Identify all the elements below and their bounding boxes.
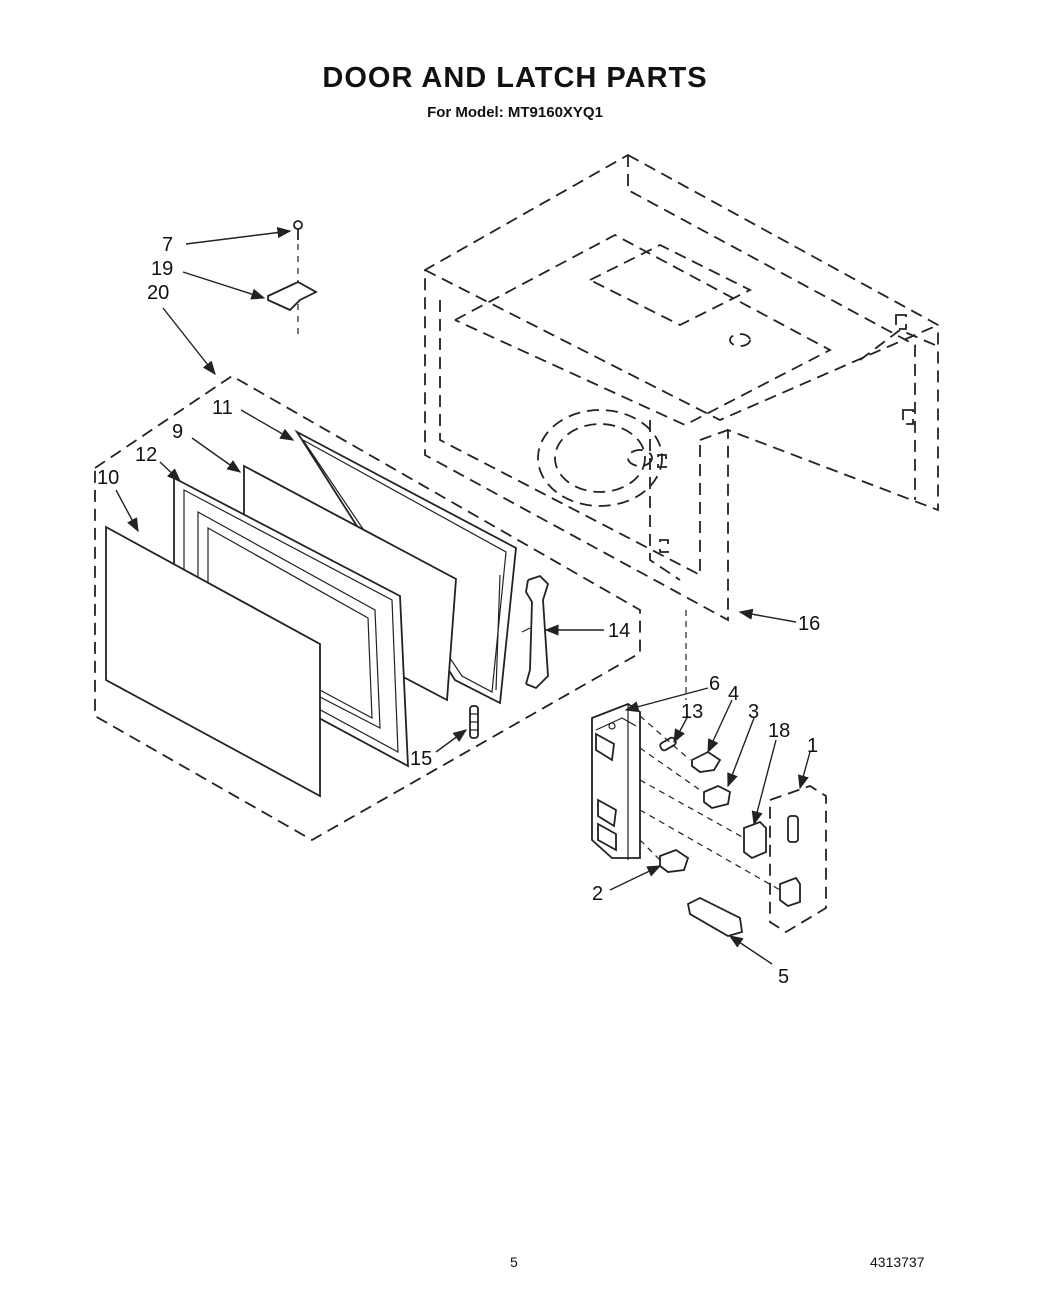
spring-part-15 [469,705,479,739]
assembly-lines [639,610,781,891]
latch-plate-part-6 [591,702,641,860]
mounting-bracket-part-5 [686,896,744,937]
document-number: 4313737 [870,1254,925,1270]
callout-7: 7 [162,234,173,256]
callout-19: 19 [151,258,173,280]
actuator-part-2 [659,848,690,873]
oven-cavity [424,153,939,622]
callout-14: 14 [608,620,630,642]
callout-10: 10 [97,467,119,489]
switch-part-18 [743,820,767,860]
callout-1: 1 [807,735,818,757]
bracket-part-19 [267,280,318,312]
callout-11: 11 [212,397,233,419]
page-number: 5 [510,1254,518,1270]
callout-16: 16 [798,613,820,635]
screw-part-7 [293,220,303,340]
screw-part-13 [659,736,677,752]
callout-9: 9 [172,421,183,443]
callout-4: 4 [728,683,739,705]
leader-lines [115,227,811,965]
callout-20: 20 [147,282,169,304]
callout-12: 12 [135,444,157,466]
interlock-switch-group-part-1 [769,785,827,934]
lever-part-4 [691,750,722,773]
model-subtitle: For Model: MT9160XYQ1 [427,104,603,121]
callout-6: 6 [709,673,720,695]
switch-part-3 [703,785,731,809]
callout-18: 18 [768,720,790,742]
page-title: DOOR AND LATCH PARTS [322,62,708,94]
latch-hook-part-14 [521,574,550,690]
callout-15: 15 [410,748,432,770]
callout-2: 2 [592,883,603,905]
callout-3: 3 [748,701,759,723]
callout-13: 13 [681,701,703,723]
outer-door-panel-part-10 [105,525,321,798]
callout-5: 5 [778,966,789,988]
